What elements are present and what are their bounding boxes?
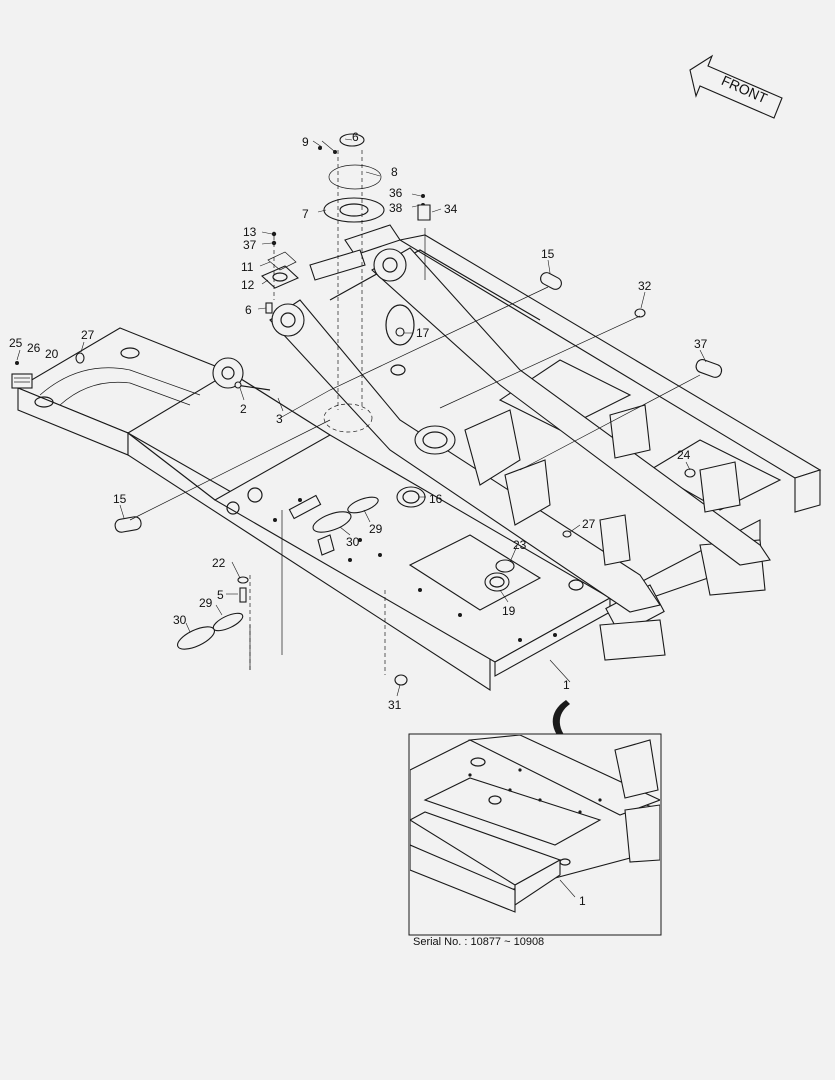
callout-36: 37: [694, 337, 708, 351]
callout-2: 2: [240, 402, 247, 416]
callout-20: 22: [212, 556, 226, 570]
callout-32: 34: [444, 202, 458, 216]
main-deck: [127, 371, 612, 677]
callout-15b: 15: [113, 492, 127, 506]
leader-lines: [16, 138, 707, 697]
callout-24: 24: [677, 448, 691, 462]
callout-31: 32: [638, 279, 652, 293]
gusset-brackets: [464, 404, 741, 566]
callout-18: 19: [502, 604, 516, 618]
callout-6: 6: [245, 303, 252, 317]
inset-detail: 1: [408, 733, 662, 936]
callout-5: 5: [217, 588, 224, 602]
frame-assembly: [11, 224, 822, 692]
callout-38: 38: [389, 201, 403, 215]
callout-27: 27: [582, 517, 596, 531]
pin-part: [265, 302, 273, 314]
callout-26: 26: [27, 341, 41, 355]
callout-37: 37: [243, 238, 257, 252]
callout-30a: 30: [346, 535, 360, 549]
callout-labels: 6 9 8 7 36 38 34 13 37 11 12 6 15 32 37 …: [9, 130, 708, 712]
gasket-part: [267, 251, 297, 271]
flange-part: [323, 197, 385, 223]
inset-callout-1: 1: [579, 894, 586, 908]
callout-19: 20: [45, 347, 59, 361]
plate-part: [261, 265, 299, 289]
callout-12: 12: [241, 278, 255, 292]
callout-30b: 30: [173, 613, 187, 627]
callout-7: 7: [302, 207, 309, 221]
grommet-part: [540, 272, 562, 290]
callout-4: 6: [352, 130, 359, 144]
front-direction-arrow: FRONT: [689, 54, 783, 119]
callout-17: 17: [416, 326, 430, 340]
callout-13: 13: [243, 225, 257, 239]
callout-29a: 29: [369, 522, 383, 536]
callout-9: 9: [302, 135, 309, 149]
callout-34: 36: [389, 186, 403, 200]
callout-22: 23: [513, 538, 527, 552]
callout-3: 3: [276, 412, 283, 426]
callout-15a: 15: [541, 247, 555, 261]
callout-16: 16: [429, 492, 443, 506]
serial-number-note: Serial No. : 10877 ~ 10908: [413, 936, 545, 948]
exploded-parts: [15, 133, 723, 686]
callout-1: 1: [563, 678, 570, 692]
callout-29b: 29: [199, 596, 213, 610]
callout-8: 8: [391, 165, 398, 179]
callout-11: 11: [241, 260, 254, 274]
callout-23: 27: [81, 328, 95, 342]
callout-25: 25: [9, 336, 23, 350]
ring-part: [328, 164, 382, 190]
callout-28: 31: [388, 698, 402, 712]
